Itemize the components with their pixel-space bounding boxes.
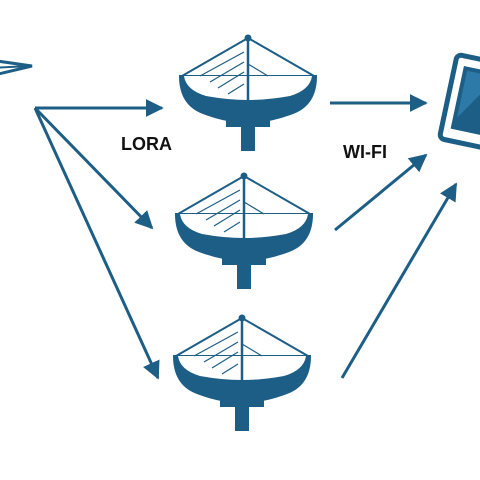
lora-label: LORA bbox=[121, 134, 172, 154]
gateway-dish-icon-top bbox=[178, 33, 318, 153]
wifi-label: WI-FI bbox=[343, 142, 387, 162]
wifi-arrow-middle bbox=[334, 153, 428, 232]
gateway-dish-icon-bottom bbox=[172, 313, 312, 433]
gateway-dish-icon-middle bbox=[174, 171, 314, 291]
wifi-arrow-bottom bbox=[340, 182, 458, 379]
node-antenna-icon bbox=[0, 59, 33, 76]
lora-arrow-bottom bbox=[33, 107, 160, 380]
tablet-device-icon bbox=[437, 52, 480, 152]
lora-arrow-middle bbox=[33, 106, 154, 230]
